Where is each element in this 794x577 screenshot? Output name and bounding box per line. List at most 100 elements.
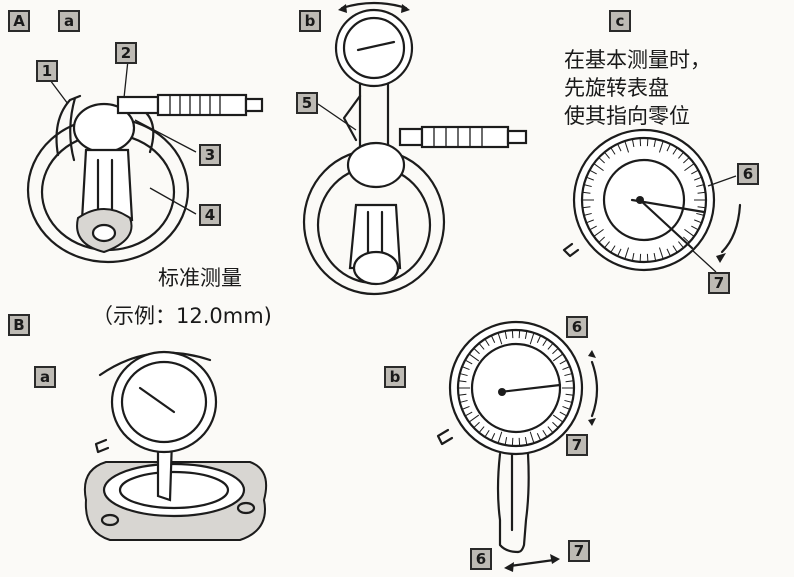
dial-tick xyxy=(691,169,699,175)
dial-tick xyxy=(583,184,592,188)
dial-tick xyxy=(473,421,480,429)
standard-measure-title: 标准测量 xyxy=(158,266,242,290)
section-b-tag: B xyxy=(8,314,30,336)
dial-tick xyxy=(610,147,616,155)
dial-tick xyxy=(461,405,470,410)
dial-tick xyxy=(478,426,485,434)
dial-gauge-in-housing-illustration xyxy=(84,350,268,541)
dial-tick xyxy=(610,245,616,253)
dial-tick xyxy=(529,332,535,345)
dial-tick xyxy=(639,138,642,147)
dial-tick xyxy=(697,206,706,209)
dial-tick xyxy=(582,191,591,194)
dial-tick xyxy=(684,163,695,172)
dial-tick xyxy=(691,225,699,231)
dial-tick xyxy=(536,433,542,441)
dial-tick xyxy=(631,252,635,261)
dial-tick xyxy=(529,431,535,444)
dial-tick xyxy=(672,147,678,155)
step-a-c-tag: c xyxy=(609,10,631,32)
part-7-tag-dial: 7 xyxy=(708,272,730,294)
dial-tick xyxy=(511,437,514,446)
zero-note-line-2: 先旋转表盘 xyxy=(564,76,669,100)
dial-tick xyxy=(604,241,610,249)
part-6-tag-tip: 6 xyxy=(470,548,492,570)
dial-tick xyxy=(518,330,521,339)
dial-tick xyxy=(696,212,705,216)
dial-tick xyxy=(490,335,496,343)
dial-tick xyxy=(586,176,594,181)
step-b-b-tag: b xyxy=(384,366,406,388)
dial-tick xyxy=(536,335,542,343)
dial-tick xyxy=(672,245,678,253)
dial-gauge-on-micrometer-illustration xyxy=(302,1,528,296)
dial-tick xyxy=(696,184,705,188)
micrometer-holder-illustration xyxy=(26,59,264,264)
dial-tick xyxy=(598,157,605,164)
dial-tick xyxy=(646,253,649,262)
dial-tick xyxy=(589,225,597,231)
dial-tick xyxy=(646,138,649,147)
part-3-tag: 3 xyxy=(199,144,221,166)
dial-tick xyxy=(559,359,568,365)
dial-tick xyxy=(658,140,664,153)
dial-tick xyxy=(473,347,480,355)
step-a-b-tag: b xyxy=(299,10,321,32)
dial-tick xyxy=(464,359,473,365)
part-5-tag: 5 xyxy=(296,92,318,114)
dial-tick xyxy=(678,241,684,249)
dial-tick xyxy=(547,426,554,434)
section-a-tag: A xyxy=(8,10,30,32)
dial-tick xyxy=(562,366,571,371)
dial-tick xyxy=(542,338,548,347)
dial-tick xyxy=(666,143,671,152)
dial-tick xyxy=(459,373,468,377)
dial-tick xyxy=(490,433,496,441)
dial-tick xyxy=(684,228,695,237)
step-a-a-tag: a xyxy=(58,10,80,32)
dial-tick xyxy=(697,191,706,194)
dial-tick xyxy=(617,248,622,257)
part-6-tag-dial: 6 xyxy=(737,163,759,185)
dial-tick xyxy=(461,366,470,371)
step-b-a-tag: a xyxy=(34,366,56,388)
part-6-tag-bore: 6 xyxy=(566,316,588,338)
dial-tick xyxy=(593,228,604,237)
dial-tick xyxy=(678,151,684,159)
dial-tick xyxy=(583,212,592,216)
dial-face-zero-illustration xyxy=(562,128,742,273)
dial-tick xyxy=(653,139,657,148)
dial-tick xyxy=(559,411,568,417)
dial-tick xyxy=(459,399,468,403)
dial-tick xyxy=(683,236,690,243)
dial-tick xyxy=(624,247,630,260)
dial-tick xyxy=(542,429,548,438)
dial-tick xyxy=(497,332,503,345)
dial-tick xyxy=(598,236,605,243)
part-2-tag: 2 xyxy=(115,42,137,64)
dial-tick xyxy=(552,421,559,429)
dial-tick xyxy=(552,353,564,362)
dial-tick xyxy=(564,399,573,403)
dial-tick xyxy=(552,347,559,355)
part-1-tag: 1 xyxy=(36,60,58,82)
dial-tick xyxy=(484,429,490,438)
dial-tick xyxy=(565,393,574,396)
dial-tick xyxy=(593,163,604,172)
dial-tick xyxy=(458,393,467,396)
part-4-tag: 4 xyxy=(199,204,221,226)
dial-tick xyxy=(562,405,571,410)
dial-tick xyxy=(524,437,528,446)
dial-tick xyxy=(458,380,467,383)
dial-tick xyxy=(552,414,564,423)
dial-tick xyxy=(484,338,490,347)
zero-note-line-1: 在基本测量时， xyxy=(564,48,711,72)
dial-tick xyxy=(468,414,480,423)
dial-tick xyxy=(694,219,702,224)
dial-tick xyxy=(565,380,574,383)
dial-tick xyxy=(586,219,594,224)
bore-gauge-illustration xyxy=(436,320,599,572)
dial-tick xyxy=(511,330,514,339)
zero-note-line-3: 使其指向零位 xyxy=(564,104,690,128)
